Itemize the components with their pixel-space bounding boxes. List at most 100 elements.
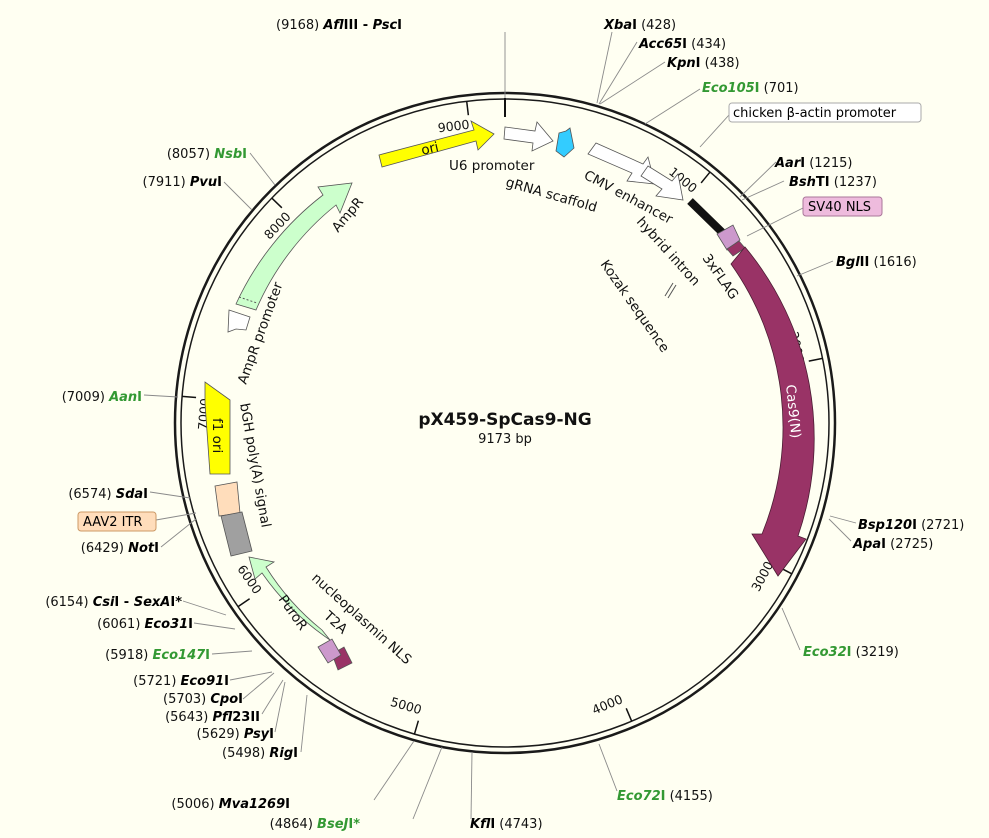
feature-chicken-actin-promoter xyxy=(640,165,684,201)
enzyme-label: BshTI (1237) xyxy=(789,175,877,190)
ori-arrow xyxy=(378,120,495,168)
f1-ori-arrow xyxy=(204,381,231,475)
feature-u6-promoter: U6 promoter xyxy=(449,121,554,174)
enzyme-label: AarI (1215) xyxy=(774,156,852,171)
cas9-arrow xyxy=(730,246,815,577)
tick-mark xyxy=(413,720,420,735)
tick-label: 4000 xyxy=(590,691,625,717)
enzyme-label: (5703) CpoI xyxy=(163,692,243,707)
leader-noti xyxy=(160,518,197,548)
enzyme-label: (5918) Eco147I xyxy=(105,648,210,663)
feature-f1-ori: f1 ori xyxy=(204,381,231,475)
puror-label: PuroR xyxy=(275,592,311,633)
leader-eco105i xyxy=(644,88,701,125)
enzyme-label: Acc65I (434) xyxy=(638,37,726,52)
leader-eco32i xyxy=(781,607,801,651)
kozak-leader xyxy=(664,282,674,297)
enzyme-leaders xyxy=(143,31,857,820)
enzyme-label: (6061) Eco31I xyxy=(97,617,193,632)
leader-eco31i xyxy=(193,622,236,630)
grna-scaffold-arrow xyxy=(555,127,575,158)
t2a-block xyxy=(317,638,342,664)
leader-pfl23ii xyxy=(261,679,284,715)
leader-aari xyxy=(739,161,777,198)
enzyme-label: Eco32I (3219) xyxy=(803,645,899,660)
enzyme-label: BglII (1616) xyxy=(836,255,917,270)
leader-csii xyxy=(182,600,227,616)
enzyme-label: (5643) Pfl23II xyxy=(165,710,260,725)
box-sv40-text: SV40 NLS xyxy=(808,200,871,215)
enzyme-label: Eco72I (4155) xyxy=(617,789,713,804)
feature-cas9: Cas9(N) xyxy=(730,246,815,577)
aav2-itr-block xyxy=(220,511,253,557)
leader-aani xyxy=(143,394,179,398)
leader-sdai xyxy=(149,491,191,499)
kozak-leader-2 xyxy=(667,284,677,299)
leader-cpoi xyxy=(242,672,275,700)
u6-promoter-label: U6 promoter xyxy=(449,158,535,174)
tick-mark xyxy=(465,101,470,116)
enzyme-label: (6574) SdaI xyxy=(68,487,148,502)
enzyme-label: (5629) PsyI xyxy=(197,727,275,742)
enzyme-labels: (9168) AflIII - PscI XbaI (428) Acc65I (43… xyxy=(45,18,964,832)
leader-aav2 xyxy=(155,512,197,521)
enzyme-label: (5498) RigI xyxy=(222,746,298,761)
enzyme-label: Eco105I (701) xyxy=(702,81,799,96)
enzyme-label: XbaI (428) xyxy=(603,18,676,33)
chicken-actin-promoter-arrow xyxy=(640,165,684,201)
leader-nsbi xyxy=(249,152,276,186)
leader-xbai xyxy=(596,31,613,104)
leader-acc65i xyxy=(598,41,638,105)
plasmid-size: 9173 bp xyxy=(478,432,532,447)
tick-mark xyxy=(182,395,197,399)
leader-eco91i xyxy=(229,671,273,681)
enzyme-label: KflI (4743) xyxy=(470,817,543,832)
bgh-block xyxy=(214,481,241,517)
leader-bseji xyxy=(412,746,443,820)
plasmid-name: pX459-SpCas9-NG xyxy=(418,410,591,430)
leader-eco147i xyxy=(211,650,253,655)
leader-pvui xyxy=(223,181,253,211)
leader-rigi xyxy=(300,694,308,753)
enzyme-label: KpnI (438) xyxy=(667,56,740,71)
enzyme-label: (7911) PvuI xyxy=(143,175,222,190)
ori-label: ori xyxy=(420,139,441,159)
feature-puror: PuroR xyxy=(248,556,331,641)
feature-ori: ori xyxy=(378,120,495,168)
tick-mark xyxy=(700,171,711,184)
f1-ori-label: f1 ori xyxy=(209,418,225,453)
tick-label: 5000 xyxy=(389,694,424,717)
box-aav2-bg xyxy=(77,511,157,532)
enzyme-label: (9168) AflIII - PscI xyxy=(276,18,402,33)
ampr-promoter-arrow xyxy=(227,309,251,333)
feature-kozak: Kozak sequence xyxy=(597,257,677,356)
leader-bglii xyxy=(796,260,834,277)
ampr-arrow xyxy=(235,182,353,311)
bgh-label: bGH poly(A) signal xyxy=(236,402,274,529)
enzyme-label: (8057) NsbI xyxy=(167,147,247,162)
enzyme-label: (6154) CsiI - SexAI* xyxy=(45,595,182,610)
leader-sv40 xyxy=(746,207,804,237)
tick-mark xyxy=(271,197,283,209)
enzyme-label: Bsp120I (2721) xyxy=(858,518,964,533)
box-chicken-bg xyxy=(728,102,922,123)
leader-kpni xyxy=(599,61,666,105)
enzyme-label: (5006) Mva1269I xyxy=(171,797,290,812)
puror-arrow xyxy=(248,556,331,641)
feature-aav2-itr xyxy=(220,511,253,557)
leader-eco72i xyxy=(598,743,618,792)
tick-mark xyxy=(808,357,823,362)
leader-mva1269i xyxy=(373,740,415,801)
box-sv40-bg xyxy=(802,196,883,217)
enzyme-label: (4864) BseJI* xyxy=(270,817,361,832)
enzyme-label: (5721) Eco91I xyxy=(133,674,229,689)
box-aav2-text: AAV2 ITR xyxy=(83,515,142,530)
enzyme-label: (6429) NotI xyxy=(81,541,159,556)
leader-bshti xyxy=(741,180,785,201)
enzyme-label: ApaI (2725) xyxy=(852,537,933,552)
leader-kfli xyxy=(470,751,473,820)
leader-psyi xyxy=(274,681,286,733)
leader-chicken xyxy=(699,114,730,148)
boxed-sv40: SV40 NLS xyxy=(802,196,883,217)
